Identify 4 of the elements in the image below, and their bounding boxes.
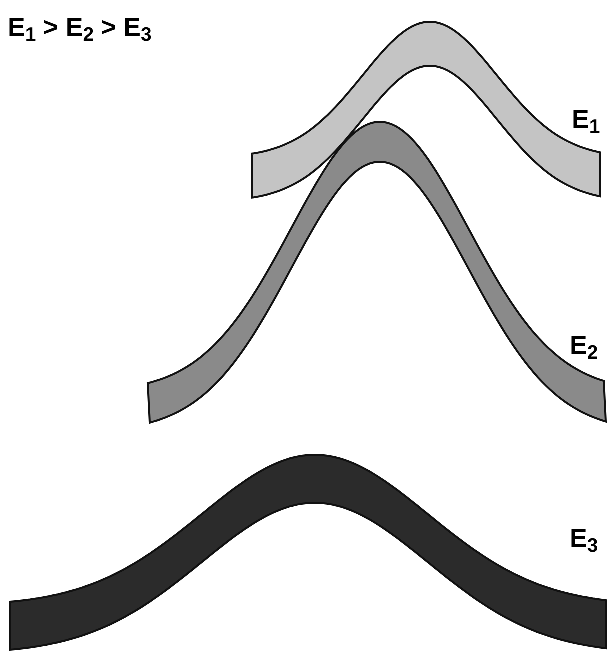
energy-order-label: E$_{1}$ > E$_{2}$ > E$_{3}$: [8, 14, 152, 40]
energy-label: E$_{1}$: [572, 106, 600, 132]
energy-label: E$_{3}$: [570, 525, 598, 551]
energy-label: E$_{2}$: [570, 332, 598, 358]
